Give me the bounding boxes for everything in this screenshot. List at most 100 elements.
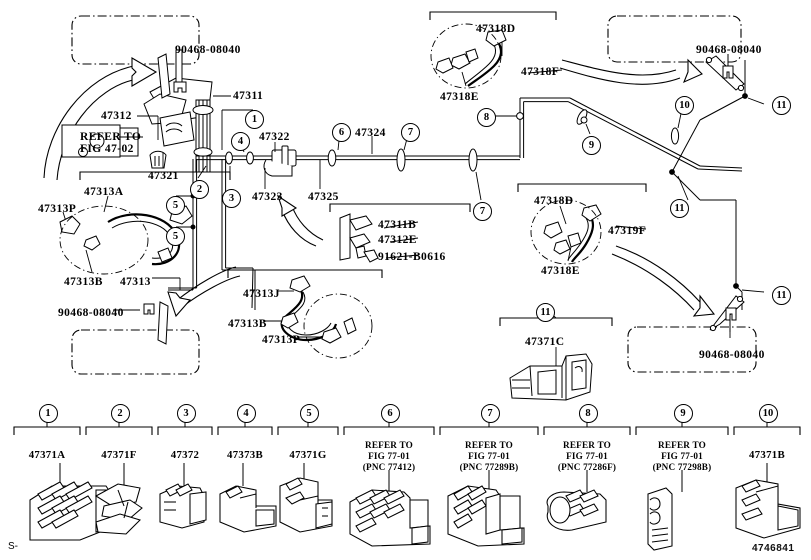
legend-item-6-pnc: (PNC 77412): [362, 462, 416, 472]
sheet-code: 4746841: [752, 543, 795, 554]
legend-item-9-ref-line-1: REFER TO: [658, 440, 706, 450]
label-47312: 47312: [101, 110, 132, 122]
label-47311: 47311: [233, 90, 264, 102]
master-cylinder-assembly: [61, 49, 214, 173]
pointer-arrow-left: [43, 57, 158, 181]
detail-parts-47311B: [339, 213, 379, 263]
label-90468-08040-bottom-right: 90468-08040: [699, 349, 765, 361]
label-47319F: 47319F: [608, 225, 647, 237]
legend-item-8-ref-line-1: REFER TO: [563, 440, 611, 450]
callout-2[interactable]: 2: [190, 180, 209, 199]
callout-7-upper[interactable]: 7: [401, 123, 420, 142]
callout-9[interactable]: 9: [582, 136, 601, 155]
label-refer-to-fig-47-02-line1: REFER TO: [80, 131, 142, 143]
pointer-arrow-detail-box: [276, 194, 324, 247]
label-47318D-right: 47318D: [534, 195, 574, 207]
legend-item-10-part-number: 47371B: [749, 449, 785, 461]
callout-11-lower-right[interactable]: 11: [772, 286, 791, 305]
label-90468-08040-top-left: 90468-08040: [175, 44, 241, 56]
callout-3[interactable]: 3: [222, 189, 241, 208]
clip-90468-top-right: [705, 54, 745, 92]
label-refer-to-fig-47-02-line2: FIG 47-02: [80, 143, 134, 155]
callout-dot-8-9: [516, 112, 588, 124]
hose-assembly-47313A: [59, 205, 193, 275]
callout-1[interactable]: 1: [245, 110, 264, 129]
label-47324: 47324: [355, 127, 386, 139]
callout-5-upper[interactable]: 5: [166, 196, 185, 215]
label-47312E: 47312E: [378, 234, 417, 246]
legend-item-6-ref-line-2: FIG 77-01: [368, 451, 410, 461]
legend-brackets: [13, 426, 801, 435]
legend-item-6-ref-line-1: REFER TO: [365, 440, 413, 450]
legend-callout-3[interactable]: 3: [176, 404, 196, 423]
legend-icon-1: [29, 481, 111, 541]
callout-6[interactable]: 6: [332, 123, 351, 142]
legend-icon-7: [447, 485, 525, 547]
legend-leader-lines: [59, 463, 768, 492]
pointer-arrow-bottom-right: [611, 245, 716, 317]
label-90468-08040-bottom-left: 90468-08040: [58, 307, 124, 319]
legend-icon-10: [735, 479, 801, 539]
label-47313B: 47313B: [64, 276, 103, 288]
legend-item-2-part-number: 47371F: [101, 449, 137, 461]
callout-8[interactable]: 8: [477, 108, 496, 127]
clip-90468-bottom-left: [143, 301, 169, 345]
hose-assembly-47319-right: [530, 199, 602, 265]
legend-icon-3: [159, 483, 207, 529]
legend-num-connectors: [46, 420, 768, 427]
label-47313A: 47313A: [84, 186, 124, 198]
legend-callout-7[interactable]: 7: [480, 404, 500, 423]
hose-assembly-47313J: [280, 275, 373, 359]
legend-callout-6[interactable]: 6: [380, 404, 400, 423]
legend-item-7-ref-line-1: REFER TO: [465, 440, 513, 450]
label-47322: 47322: [259, 131, 290, 143]
label-47313P: 47313P: [38, 203, 77, 215]
leader-lines: [62, 34, 731, 366]
legend-icon-5: [279, 477, 333, 533]
label-47321: 47321: [148, 170, 179, 182]
callout-5-lower[interactable]: 5: [166, 227, 185, 246]
clip-90468-bottom-right: [709, 295, 745, 332]
label-47313P-2: 47313P: [262, 334, 301, 346]
legend-callout-9[interactable]: 9: [673, 404, 693, 423]
legend-item-1-part-number: 47371A: [28, 449, 66, 461]
label-47313J: 47313J: [243, 288, 280, 300]
part-icon-47371C: [509, 353, 593, 401]
label-47325: 47325: [308, 191, 339, 203]
legend-item-8-pnc: (PNC 77286F): [557, 462, 617, 472]
label-47371C: 47371C: [525, 336, 565, 348]
connector-47322: [263, 145, 297, 177]
label-47323: 47323: [252, 191, 283, 203]
legend-icon-6: [349, 489, 431, 547]
callout-11-top-right[interactable]: 11: [772, 96, 791, 115]
label-47318E-right: 47318E: [541, 265, 580, 277]
legend-callout-8[interactable]: 8: [578, 404, 598, 423]
pointer-arrow-top-right: [559, 58, 703, 85]
callout-4[interactable]: 4: [231, 132, 250, 151]
legend-callout-1[interactable]: 1: [38, 404, 58, 423]
tube-grommets: [225, 109, 680, 172]
legend-item-5-part-number: 47371G: [289, 449, 327, 461]
label-47311B: 47311B: [378, 219, 417, 231]
legend-callout-2[interactable]: 2: [110, 404, 130, 423]
callout-11-47371C[interactable]: 11: [536, 303, 555, 322]
legend-callout-4[interactable]: 4: [236, 404, 256, 423]
label-47318F: 47318F: [521, 66, 560, 78]
legend-item-7-pnc: (PNC 77289B): [459, 462, 519, 472]
callout-7-lower[interactable]: 7: [473, 202, 492, 221]
legend-item-8-ref-line-2: FIG 77-01: [566, 451, 608, 461]
legend-item-4-part-number: 47373B: [227, 449, 263, 461]
legend-icon-8: [546, 489, 607, 531]
legend-callout-5[interactable]: 5: [299, 404, 319, 423]
label-90468-08040-top-right: 90468-08040: [696, 44, 762, 56]
callout-11-middle[interactable]: 11: [670, 199, 689, 218]
hose-assembly-47318-top: [430, 23, 507, 89]
callout-10[interactable]: 10: [675, 96, 694, 115]
legend-item-7-ref-line-2: FIG 77-01: [468, 451, 510, 461]
legend-item-9-pnc: (PNC 77298B): [652, 462, 712, 472]
label-91621-B0616: 91621-B0616: [378, 251, 446, 263]
legend-item-9-ref-line-2: FIG 77-01: [661, 451, 703, 461]
legend-callout-10[interactable]: 10: [758, 404, 778, 423]
